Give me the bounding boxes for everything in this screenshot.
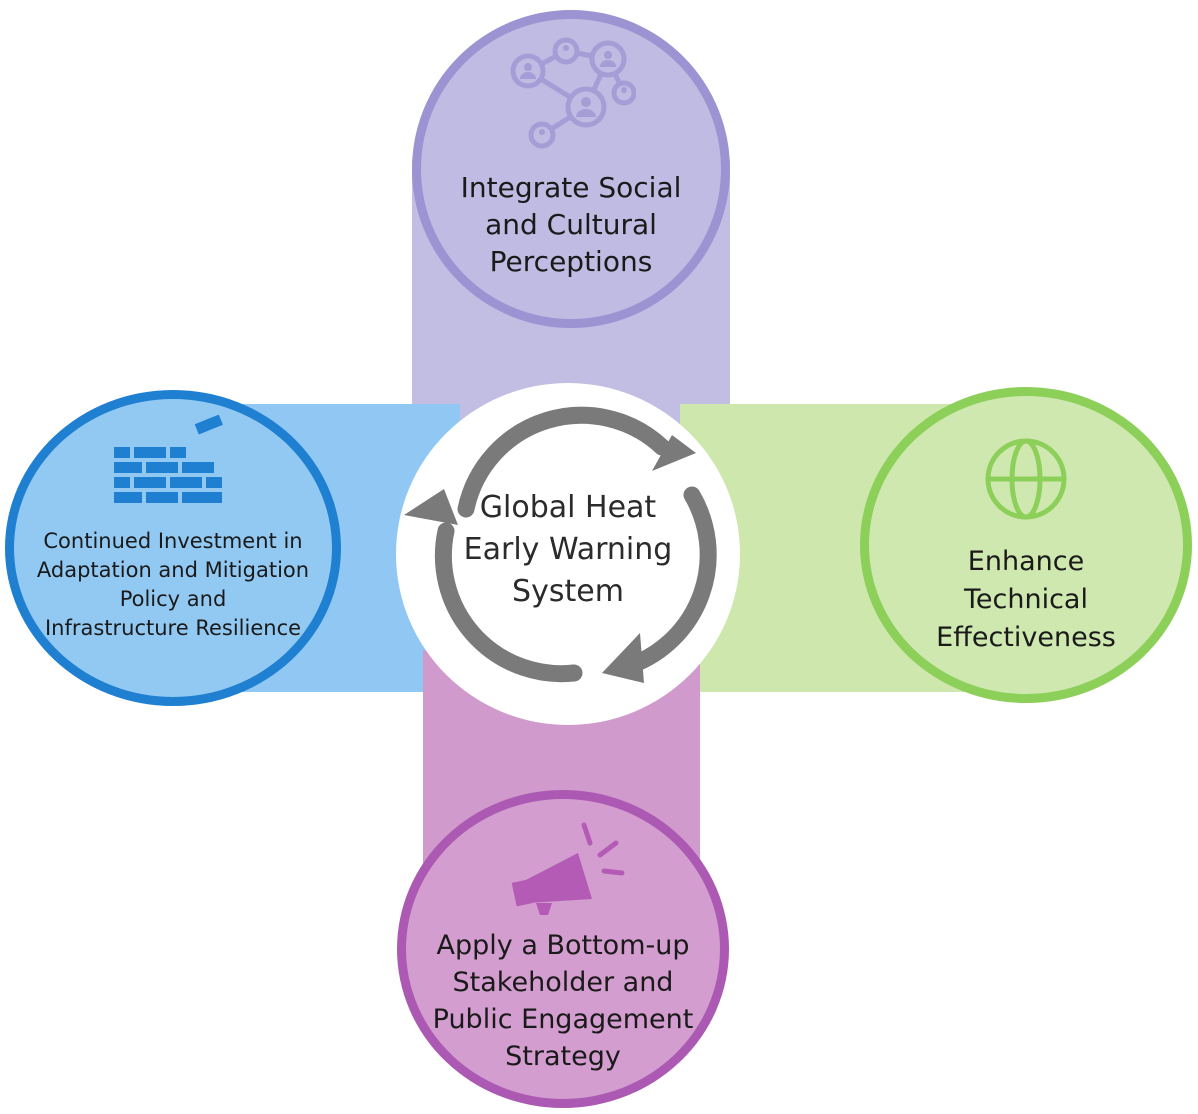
node-investment-label: Continued Investment in Adaptation and M… xyxy=(36,529,310,640)
node-engagement-label: Apply a Bottom-up Stakeholder and Public… xyxy=(432,930,694,1072)
center-hub: Global Heat Early Warning System xyxy=(396,383,740,725)
node-engagement: Apply a Bottom-up Stakeholder and Public… xyxy=(397,790,729,1108)
node-technical: Enhance Technical Effectiveness xyxy=(860,387,1192,703)
megaphone-icon xyxy=(511,822,625,915)
node-social-cultural: Integrate Social and Cultural Perception… xyxy=(412,10,730,328)
node-technical-label: Enhance Technical Effectiveness xyxy=(936,546,1116,653)
node-social-cultural-label: Integrate Social and Cultural Perception… xyxy=(460,171,682,278)
cycle-arrows-icon xyxy=(404,406,717,683)
social-network-icon xyxy=(510,37,636,149)
node-investment: Continued Investment in Adaptation and M… xyxy=(5,390,341,706)
globe-icon xyxy=(985,438,1067,520)
brick-wall-icon xyxy=(114,415,223,503)
center-title: Global Heat Early Warning System xyxy=(463,490,673,609)
